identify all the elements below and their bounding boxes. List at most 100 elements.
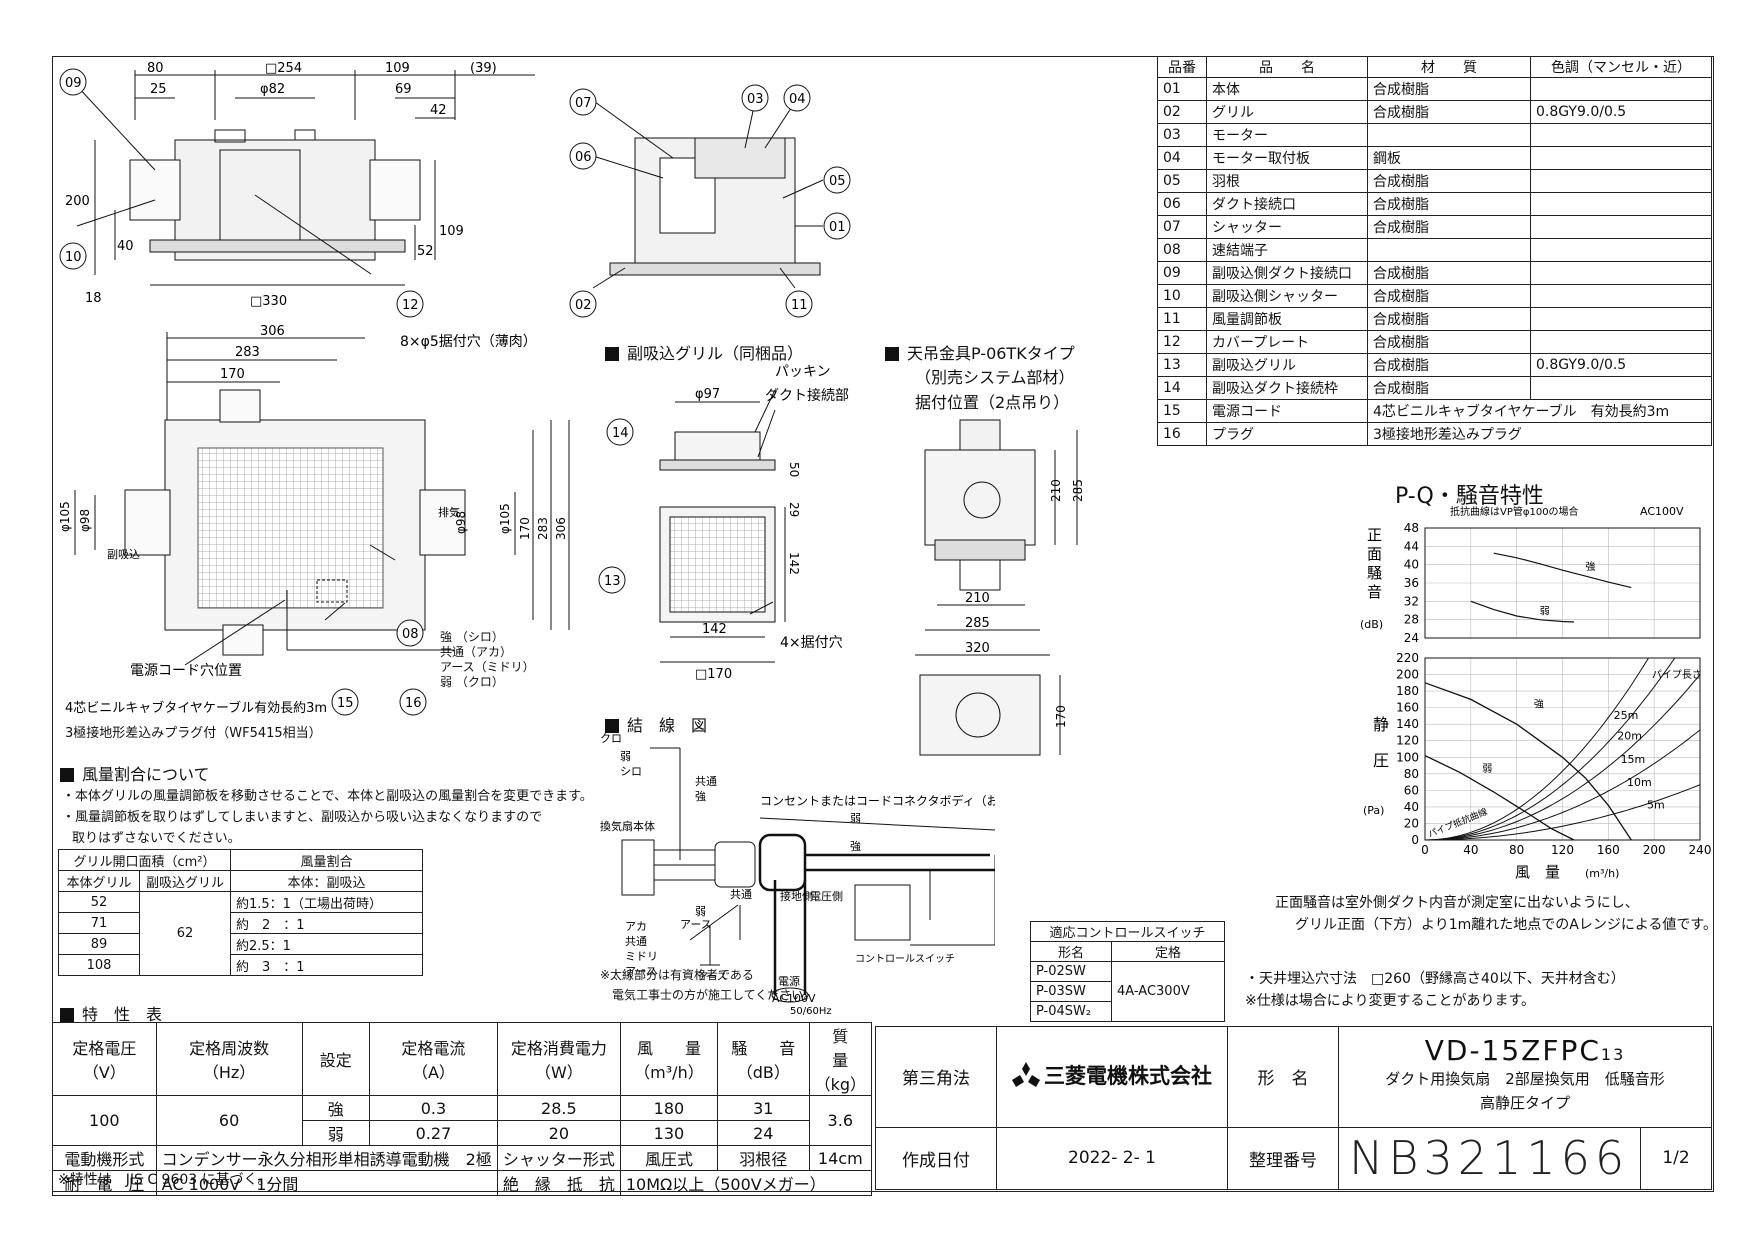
part-color — [1530, 284, 1712, 308]
spec-power-weak: 20 — [496, 1120, 621, 1146]
pq-ytick: 20 — [1404, 816, 1419, 830]
wiring-note-1: ※太線部分は有資格者である — [600, 968, 754, 982]
pq-ytick: 180 — [1396, 684, 1419, 698]
ctrl-h-rating: 定格 — [1111, 941, 1225, 962]
part-material: 合成樹脂 — [1367, 261, 1531, 285]
wire-common2: 共通 — [625, 935, 647, 948]
noise-series-label: 強 — [1585, 560, 1595, 573]
exhaust-label: 排気 — [438, 505, 460, 519]
control-switch-label: コントロールスイッチ — [855, 953, 955, 965]
noise-series-label: 弱 — [1540, 606, 1550, 618]
subgrille-dim-29: 29 — [787, 502, 801, 517]
part-name: 電源コード — [1206, 399, 1368, 423]
pipe-curve-label: 20m — [1617, 730, 1642, 743]
cord-earth: アース（ミドリ） — [440, 660, 535, 674]
pipe-curve — [1425, 784, 1700, 840]
spec-note: ※特性は JIS C 9603 に基づく。 — [58, 1172, 272, 1188]
ratio-main-0: 52 — [58, 891, 140, 913]
svg-text:10: 10 — [65, 250, 82, 265]
ratio-h-ratio2: 本体：副吸込 — [230, 870, 423, 892]
wire-red: アカ — [625, 920, 647, 933]
noise-ytick: 32 — [1404, 594, 1419, 608]
ratio-val-0: 約1.5：1（工場出荷時） — [230, 891, 423, 913]
part-no: 06 — [1157, 192, 1207, 216]
drawing-frame — [52, 56, 1714, 1192]
spec-withstand-label: 耐 電 圧 — [52, 1170, 157, 1196]
part-name: シャッター — [1206, 215, 1368, 239]
dim-330: □330 — [250, 294, 287, 309]
wiring-diagram: クロ 弱 シロ 共通 強 換気扇本体 アカ 共通 ミドリ アース 弱 アース 強… — [600, 732, 995, 1016]
pq-xtick: 120 — [1551, 843, 1574, 857]
spec-h-power: 定格消費電力 （W） — [496, 1022, 621, 1096]
part-name: 副吸込側シャッター — [1206, 284, 1368, 308]
spec-noise-strong: 31 — [717, 1095, 810, 1121]
dim-39: (39) — [470, 61, 497, 76]
ratio-main-1: 71 — [58, 912, 140, 934]
part-color — [1530, 238, 1712, 262]
dim-80: 80 — [147, 61, 164, 76]
ratio-val-2: 約2.5：1 — [230, 933, 423, 955]
callout-06: 06 — [569, 142, 597, 170]
part-no: 15 — [1157, 399, 1207, 423]
chart-note-2: グリル正面（下方）より1m離れた地点でのAレンジによる値です。 — [1295, 917, 1718, 933]
wire-strong-label: 強 — [695, 790, 706, 803]
chart-power: AC100V — [1640, 505, 1684, 518]
mount-holes-label: 8×φ5据付穴（薄肉） — [400, 334, 537, 350]
line-weak: 弱 — [850, 812, 861, 825]
part-color: 0.8GY9.0/0.5 — [1530, 100, 1712, 124]
pq-ytick: 140 — [1396, 717, 1419, 731]
parts-header-color: 色調（マンセル・近） — [1530, 56, 1712, 78]
company-name: 三菱電機株式会社 — [1044, 1064, 1212, 1089]
cord-weak: 弱 （クロ） — [440, 675, 504, 689]
dim-109: 109 — [385, 61, 410, 76]
callout-02: 02 — [569, 290, 597, 318]
part-name: 副吸込側ダクト接続口 — [1206, 261, 1368, 285]
svg-text:14: 14 — [612, 426, 629, 441]
part-material: 4芯ビニルキャブタイヤケーブル 有効長約3m — [1367, 399, 1712, 423]
part-material: 合成樹脂 — [1367, 376, 1531, 400]
svg-text:09: 09 — [65, 76, 82, 91]
dim-40: 40 — [117, 239, 134, 254]
wiring-title: 結 線 図 — [605, 712, 707, 736]
cord-color-legend: 強 （シロ） 共通（アカ） アース（ミドリ） 弱 （クロ） — [440, 630, 535, 690]
pq-ytick: 80 — [1404, 767, 1419, 781]
part-no: 05 — [1157, 169, 1207, 193]
cord-hole-label: 電源コード穴位置 — [130, 663, 242, 679]
spec-airflow-strong: 180 — [619, 1095, 719, 1121]
parts-header-material: 材 質 — [1367, 56, 1531, 78]
noise-ytick: 28 — [1404, 613, 1419, 627]
ratio-h-ratio: 風量割合 — [230, 849, 423, 871]
callout-14: 14 — [606, 418, 634, 446]
company-cell: 三菱電機株式会社 — [996, 1026, 1228, 1128]
voltage-side: 電圧側 — [810, 890, 843, 903]
dim-82: φ82 — [260, 82, 285, 97]
pq-xlabel: 風 量 — [1515, 863, 1560, 881]
subgrille-dim-phi97: φ97 — [695, 387, 720, 402]
ratio-note-1: ・本体グリルの風量調節板を移動させることで、本体と副吸込の風量割合を変更できます… — [62, 789, 593, 804]
pq-panel-frame — [1424, 657, 1701, 841]
pq-ytick: 40 — [1404, 800, 1419, 814]
spec-h-voltage: 定格電圧 （V） — [52, 1022, 157, 1096]
callout-10: 10 — [59, 242, 87, 270]
callout-15: 15 — [331, 688, 359, 716]
outlet-label: コンセントまたはコードコネクタボディ（お客様手配） — [760, 793, 995, 808]
ratio-main-2: 89 — [58, 933, 140, 955]
hanger-dim-285h: 285 — [965, 616, 990, 631]
part-color — [1530, 261, 1712, 285]
dim-69: 69 — [395, 82, 412, 97]
pq-line-strong — [1424, 682, 1632, 841]
hanger-dim-210h: 210 — [965, 591, 990, 606]
dim-200: 200 — [65, 194, 90, 209]
svg-text:05: 05 — [829, 174, 846, 189]
pq-ytick: 200 — [1396, 668, 1419, 682]
part-no: 08 — [1157, 238, 1207, 262]
callout-04: 04 — [783, 84, 811, 112]
spec-freq: 60 — [155, 1095, 303, 1146]
part-color — [1530, 330, 1712, 354]
part-material — [1367, 123, 1531, 147]
